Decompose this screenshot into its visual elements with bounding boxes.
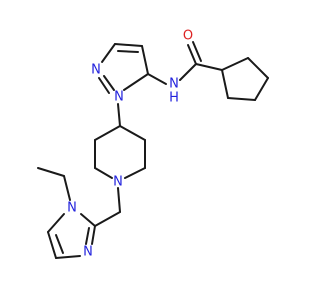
bond	[114, 43, 143, 47]
bond	[119, 125, 146, 141]
bond	[247, 57, 269, 79]
bond	[195, 63, 223, 71]
bond	[192, 41, 202, 62]
atom-label-layer: O N H N N N N N	[67, 29, 193, 260]
bond	[221, 57, 249, 71]
atom-label-amide-hydrogen: H	[169, 91, 179, 106]
bond	[124, 167, 146, 179]
bond	[103, 75, 115, 91]
bond	[37, 167, 65, 177]
bond	[123, 73, 149, 91]
bond-layer	[37, 41, 269, 259]
bond	[254, 77, 269, 101]
atom-label-piperidine-nitrogen: N	[113, 175, 123, 190]
bond	[55, 234, 64, 254]
bond	[187, 44, 197, 65]
bond	[117, 50, 139, 53]
bond	[141, 45, 149, 75]
bond	[80, 213, 96, 227]
bond	[47, 213, 65, 233]
bond	[98, 77, 110, 94]
bond	[47, 231, 57, 259]
atom-label-imidazole-nitrogen-3: N	[83, 245, 93, 260]
bond	[221, 69, 229, 99]
canvas-background	[0, 0, 300, 300]
bond	[94, 125, 121, 141]
bond	[94, 211, 121, 227]
molecule-structure: O N H N N N N N	[0, 0, 300, 300]
atom-label-amide-nitrogen: N	[169, 77, 179, 92]
atom-label-imidazole-nitrogen-1: N	[67, 201, 77, 216]
bond	[147, 73, 167, 85]
bond	[91, 225, 96, 245]
bond	[117, 187, 121, 213]
atom-label-oxygen: O	[183, 29, 193, 44]
bond	[55, 255, 81, 259]
atom-label-pyrazole-nitrogen-2: N	[91, 63, 101, 78]
atom-label-pyrazole-nitrogen-1: N	[114, 90, 124, 105]
bond	[179, 63, 197, 81]
bond	[94, 167, 113, 179]
bond	[101, 43, 116, 63]
bond	[63, 175, 71, 201]
bond	[227, 97, 256, 101]
bond	[117, 103, 121, 127]
bond	[85, 227, 90, 245]
